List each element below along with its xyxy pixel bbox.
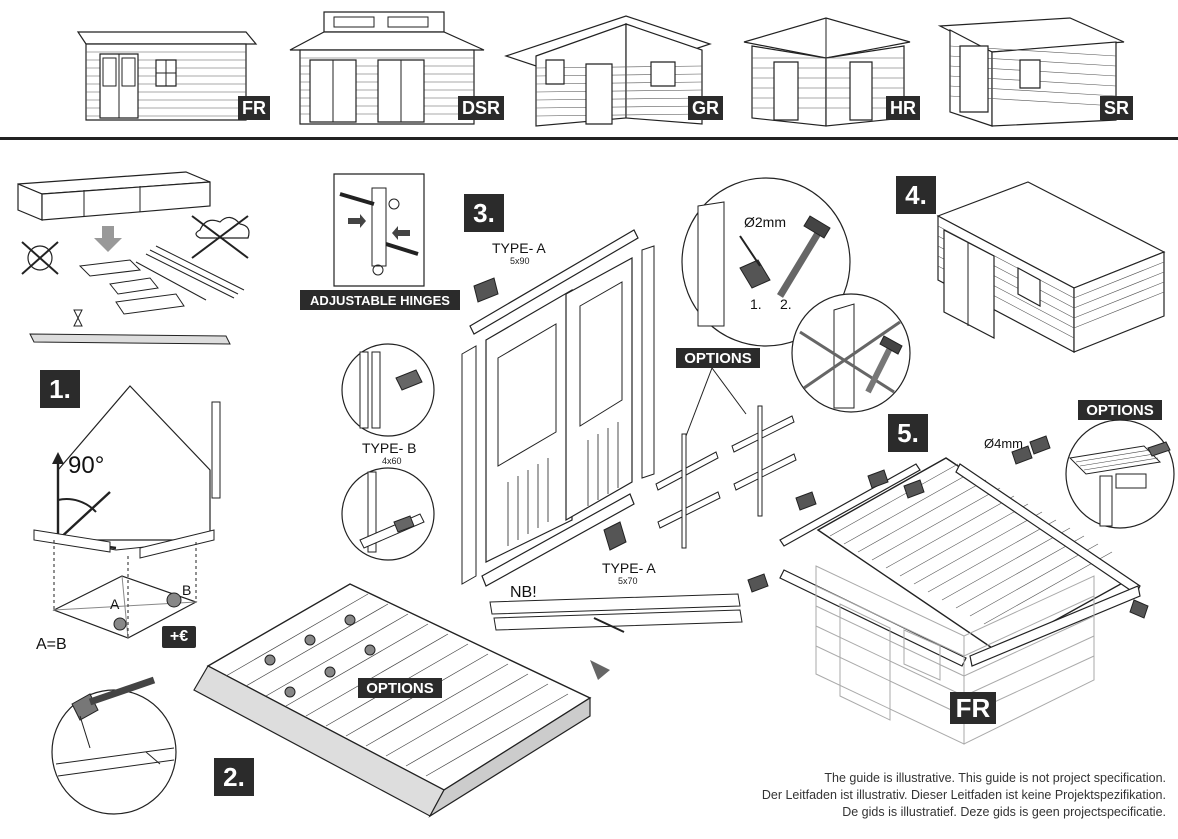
preparation-drawing [16,166,256,356]
type-a-top-label: TYPE- A [492,240,546,256]
type-a-top-size: 5x90 [510,256,530,266]
type-b-size: 4x60 [382,456,402,466]
disclaimer-de: Der Leitfaden ist illustrativ. Dieser Le… [761,788,1166,802]
drill-step-2-label: 2. [780,296,792,312]
step-5-roof-drawing [744,430,1164,750]
fr-badge: FR [950,692,996,724]
a-equals-b-label: A=B [36,636,67,653]
options-badge-windows: OPTIONS [676,348,760,368]
step-2-badge: 2. [214,758,254,796]
roof-edge-detail [1064,418,1176,530]
disclaimer-nl: De gids is illustratief. Deze gids is ge… [842,805,1166,819]
disclaimer-en: The guide is illustrative. This guide is… [824,771,1166,785]
window-bars-drawing [650,366,810,556]
step-4-badge: 4. [896,176,936,214]
point-a-label: A [110,596,120,612]
model-fr-drawing [78,14,268,124]
step-5-badge: 5. [888,414,928,452]
model-label-dsr: DSR [458,96,505,120]
model-gr-drawing [506,14,716,130]
model-label-fr: FR [238,96,270,120]
type-a-bottom-size: 5x70 [618,576,638,586]
step-4-walls-drawing [918,176,1168,356]
drill-4mm-label-top: Ø4mm [984,436,1023,451]
options-badge-roof: OPTIONS [1078,400,1162,420]
step-1-badge: 1. [40,370,80,408]
step-1-foundation-drawing [30,380,240,650]
step-3-door-drawing [454,220,754,640]
disclaimer: The guide is illustrative. This guide is… [762,770,1166,821]
point-b-label: B [182,582,192,598]
type-b-label: TYPE- B [362,440,417,456]
model-sr-drawing [940,16,1140,128]
model-label-sr: SR [1100,96,1134,120]
adjustable-hinges-badge: ADJUSTABLE HINGES [300,290,460,310]
options-badge-floor: OPTIONS [358,678,442,698]
post-detail-drawing [790,292,912,414]
hinge-detail-drawing [334,174,426,288]
drill-2mm-label: Ø2mm [744,214,786,230]
drill-step-1-label: 1. [750,296,762,312]
header-divider [0,137,1178,140]
extra-cost-badge: +€ [162,626,196,648]
nb-label: NB! [510,584,537,601]
angle-label: 90° [68,452,105,479]
hammer-detail-drawing [50,680,200,820]
model-label-gr: GR [688,96,723,120]
model-hr-drawing [744,14,924,130]
step-3-badge: 3. [464,194,504,232]
type-b-detail-bottom [340,466,436,562]
model-label-hr: HR [886,96,920,120]
model-dsr-drawing [288,8,488,128]
drill-2mm-detail [680,176,852,348]
type-b-detail-top [340,342,436,438]
type-a-bottom-label: TYPE- A [602,560,656,576]
